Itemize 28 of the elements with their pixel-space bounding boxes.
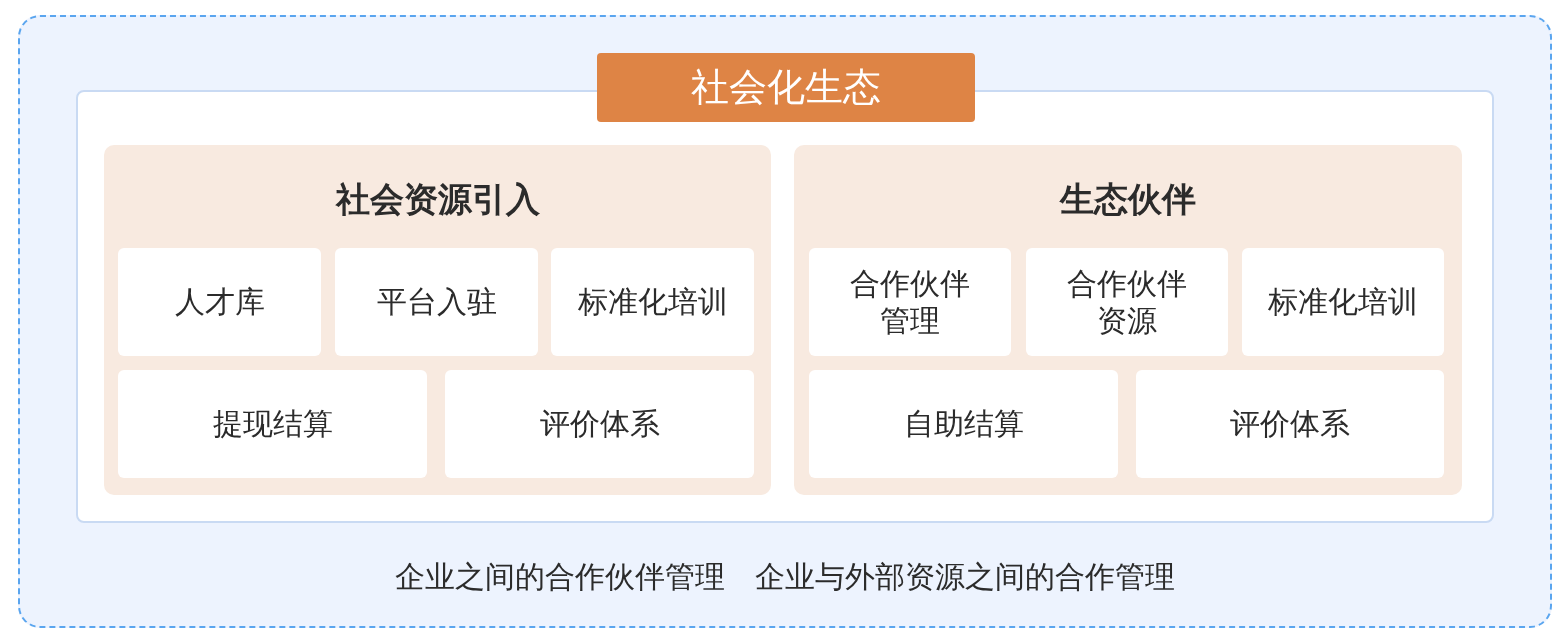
item-label: 自助结算 [903,405,1024,443]
group-title: 生态伙伴 [1058,178,1197,221]
item-card [1026,248,1228,356]
section-title: 社会化生态 [597,53,975,122]
item-card [335,248,538,356]
item-label: 人才库 [174,283,265,321]
footer-text: 企业与外部资源之间的合作管理 [755,558,1175,596]
item-label: 评价体系 [539,405,660,443]
item-card [809,370,1118,478]
item-card [445,370,754,478]
group-title: 社会资源引入 [334,178,541,221]
item-card [551,248,754,356]
item-label: 标准化培训 [1268,283,1418,321]
item-label: 平台入驻 [376,283,497,321]
item-card [118,248,321,356]
item-card [1242,248,1444,356]
item-card [1136,370,1444,478]
item-label: 标准化培训 [577,283,728,321]
item-label: 合作伙伴资源 [1066,264,1188,340]
item-card [809,248,1011,356]
item-card [118,370,427,478]
group-panel [104,145,771,495]
item-label: 合作伙伴管理 [849,264,971,340]
footer-text: 企业之间的合作伙伴管理 [395,558,725,596]
outer-container [18,15,1552,628]
item-label: 提现结算 [212,405,333,443]
group-panel [794,145,1462,495]
item-label: 评价体系 [1230,405,1350,443]
